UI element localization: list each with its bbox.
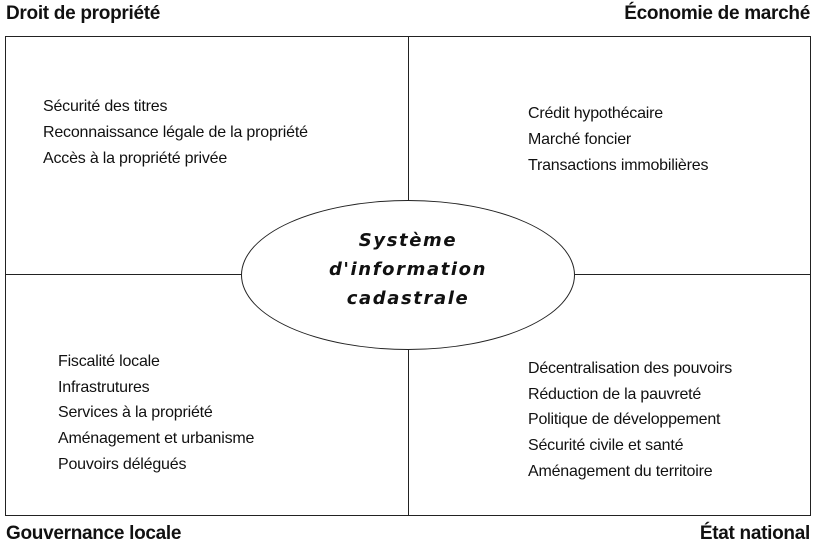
list-item: Accès à la propriété privée: [43, 150, 228, 167]
corner-label-economie-de-marche: Économie de marché: [624, 3, 810, 24]
divider-vertical-top: [408, 36, 409, 200]
quadrant-list-economie-de-marche: Crédit hypothécaire Marché foncier Trans…: [528, 101, 708, 179]
list-item: Transactions immobilières: [528, 157, 709, 174]
list-item: Sécurité des titres: [43, 98, 168, 115]
list-item: Marché foncier: [528, 131, 632, 148]
list-item: Reconnaissance légale de la propriété: [43, 124, 308, 141]
corner-label-gouvernance-locale: Gouvernance locale: [6, 523, 182, 544]
divider-horizontal-right: [575, 274, 811, 275]
quadrant-list-gouvernance-locale: Fiscalité locale Infrastrutures Services…: [58, 349, 254, 478]
list-item: Crédit hypothécaire: [528, 105, 663, 122]
list-item: Pouvoirs délégués: [58, 455, 187, 473]
list-item: Infrastrutures: [58, 378, 150, 396]
divider-vertical-bottom: [408, 350, 409, 516]
central-title-line: Système: [358, 230, 458, 251]
quadrant-list-etat-national: Décentralisation des pouvoirs Réduction …: [528, 356, 732, 485]
central-ellipse: [241, 200, 575, 350]
list-item: Fiscalité locale: [58, 353, 160, 370]
divider-horizontal-left: [5, 274, 241, 275]
list-item: Aménagement et urbanisme: [58, 430, 255, 448]
corner-label-etat-national: État national: [699, 523, 810, 544]
list-item: Sécurité civile et santé: [528, 437, 684, 455]
list-item: Réduction de la pauvreté: [528, 385, 702, 403]
list-item: Politique de développement: [528, 411, 721, 429]
list-item: Décentralisation des pouvoirs: [528, 360, 733, 377]
central-title: Système d'information cadastrale: [241, 226, 575, 313]
list-item: Services à la propriété: [58, 404, 213, 422]
central-title-line: cadastrale: [346, 288, 470, 309]
central-title-line: d'information: [328, 259, 488, 280]
quadrant-list-droit-de-propriete: Sécurité des titres Reconnaissance légal…: [43, 94, 308, 172]
corner-label-droit-de-propriete: Droit de propriété: [6, 3, 161, 24]
list-item: Aménagement du territoire: [528, 462, 713, 480]
